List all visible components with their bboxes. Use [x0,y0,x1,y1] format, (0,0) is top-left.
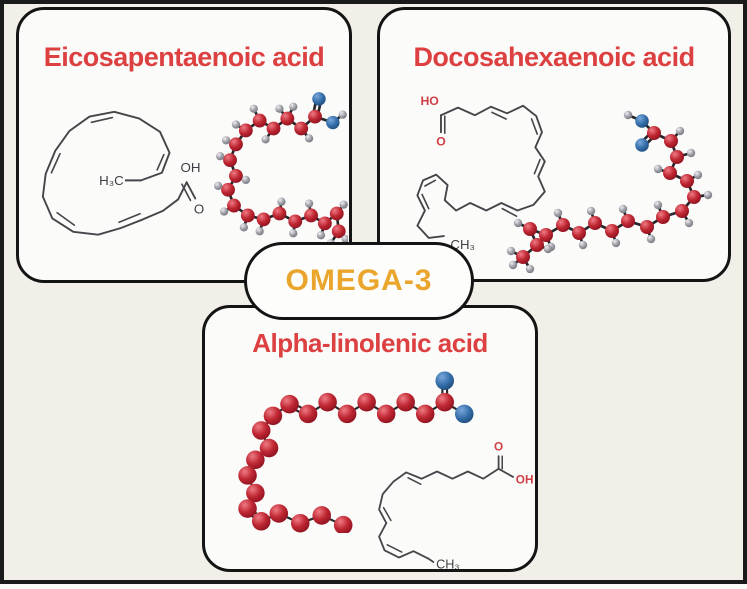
dha-title: Docosahexaenoic acid [413,42,695,72]
omega3-label: OMEGA-3 [285,264,433,297]
ala-carbonyl-o-label: O [494,441,503,454]
dha-hydroxyl-label: HO [420,94,439,108]
epa-carbonyl-o-label: O [194,202,204,217]
omega3-center-badge: OMEGA-3 [244,242,474,320]
ala-skeletal-structure: O OH CH₃ [378,441,534,571]
ala-methyl-label: CH₃ [436,557,459,571]
ala-title: Alpha-linolenic acid [252,328,488,358]
dha-carbonyl-o-label: O [436,134,446,148]
panel-eicosapentaenoic-acid: Eicosapentaenoic acid H₃C OH O [16,7,352,283]
epa-title: Eicosapentaenoic acid [43,42,325,72]
epa-hydroxyl-label: OH [180,160,200,175]
epa-methyl-label: H₃C [99,173,124,188]
ala-hydroxyl-label: OH [516,473,534,486]
dha-ball-stick-model [506,110,713,273]
panel-alpha-linolenic-acid: Alpha-linolenic acid O OH CH₃ [202,305,538,572]
epa-ball-stick-model [214,92,348,248]
ala-ball-stick-model [238,371,474,533]
panel-docosahexaenoic-acid: Docosahexaenoic acid HO O CH₃ [377,7,731,282]
epa-skeletal-structure: H₃C OH O [41,110,204,236]
